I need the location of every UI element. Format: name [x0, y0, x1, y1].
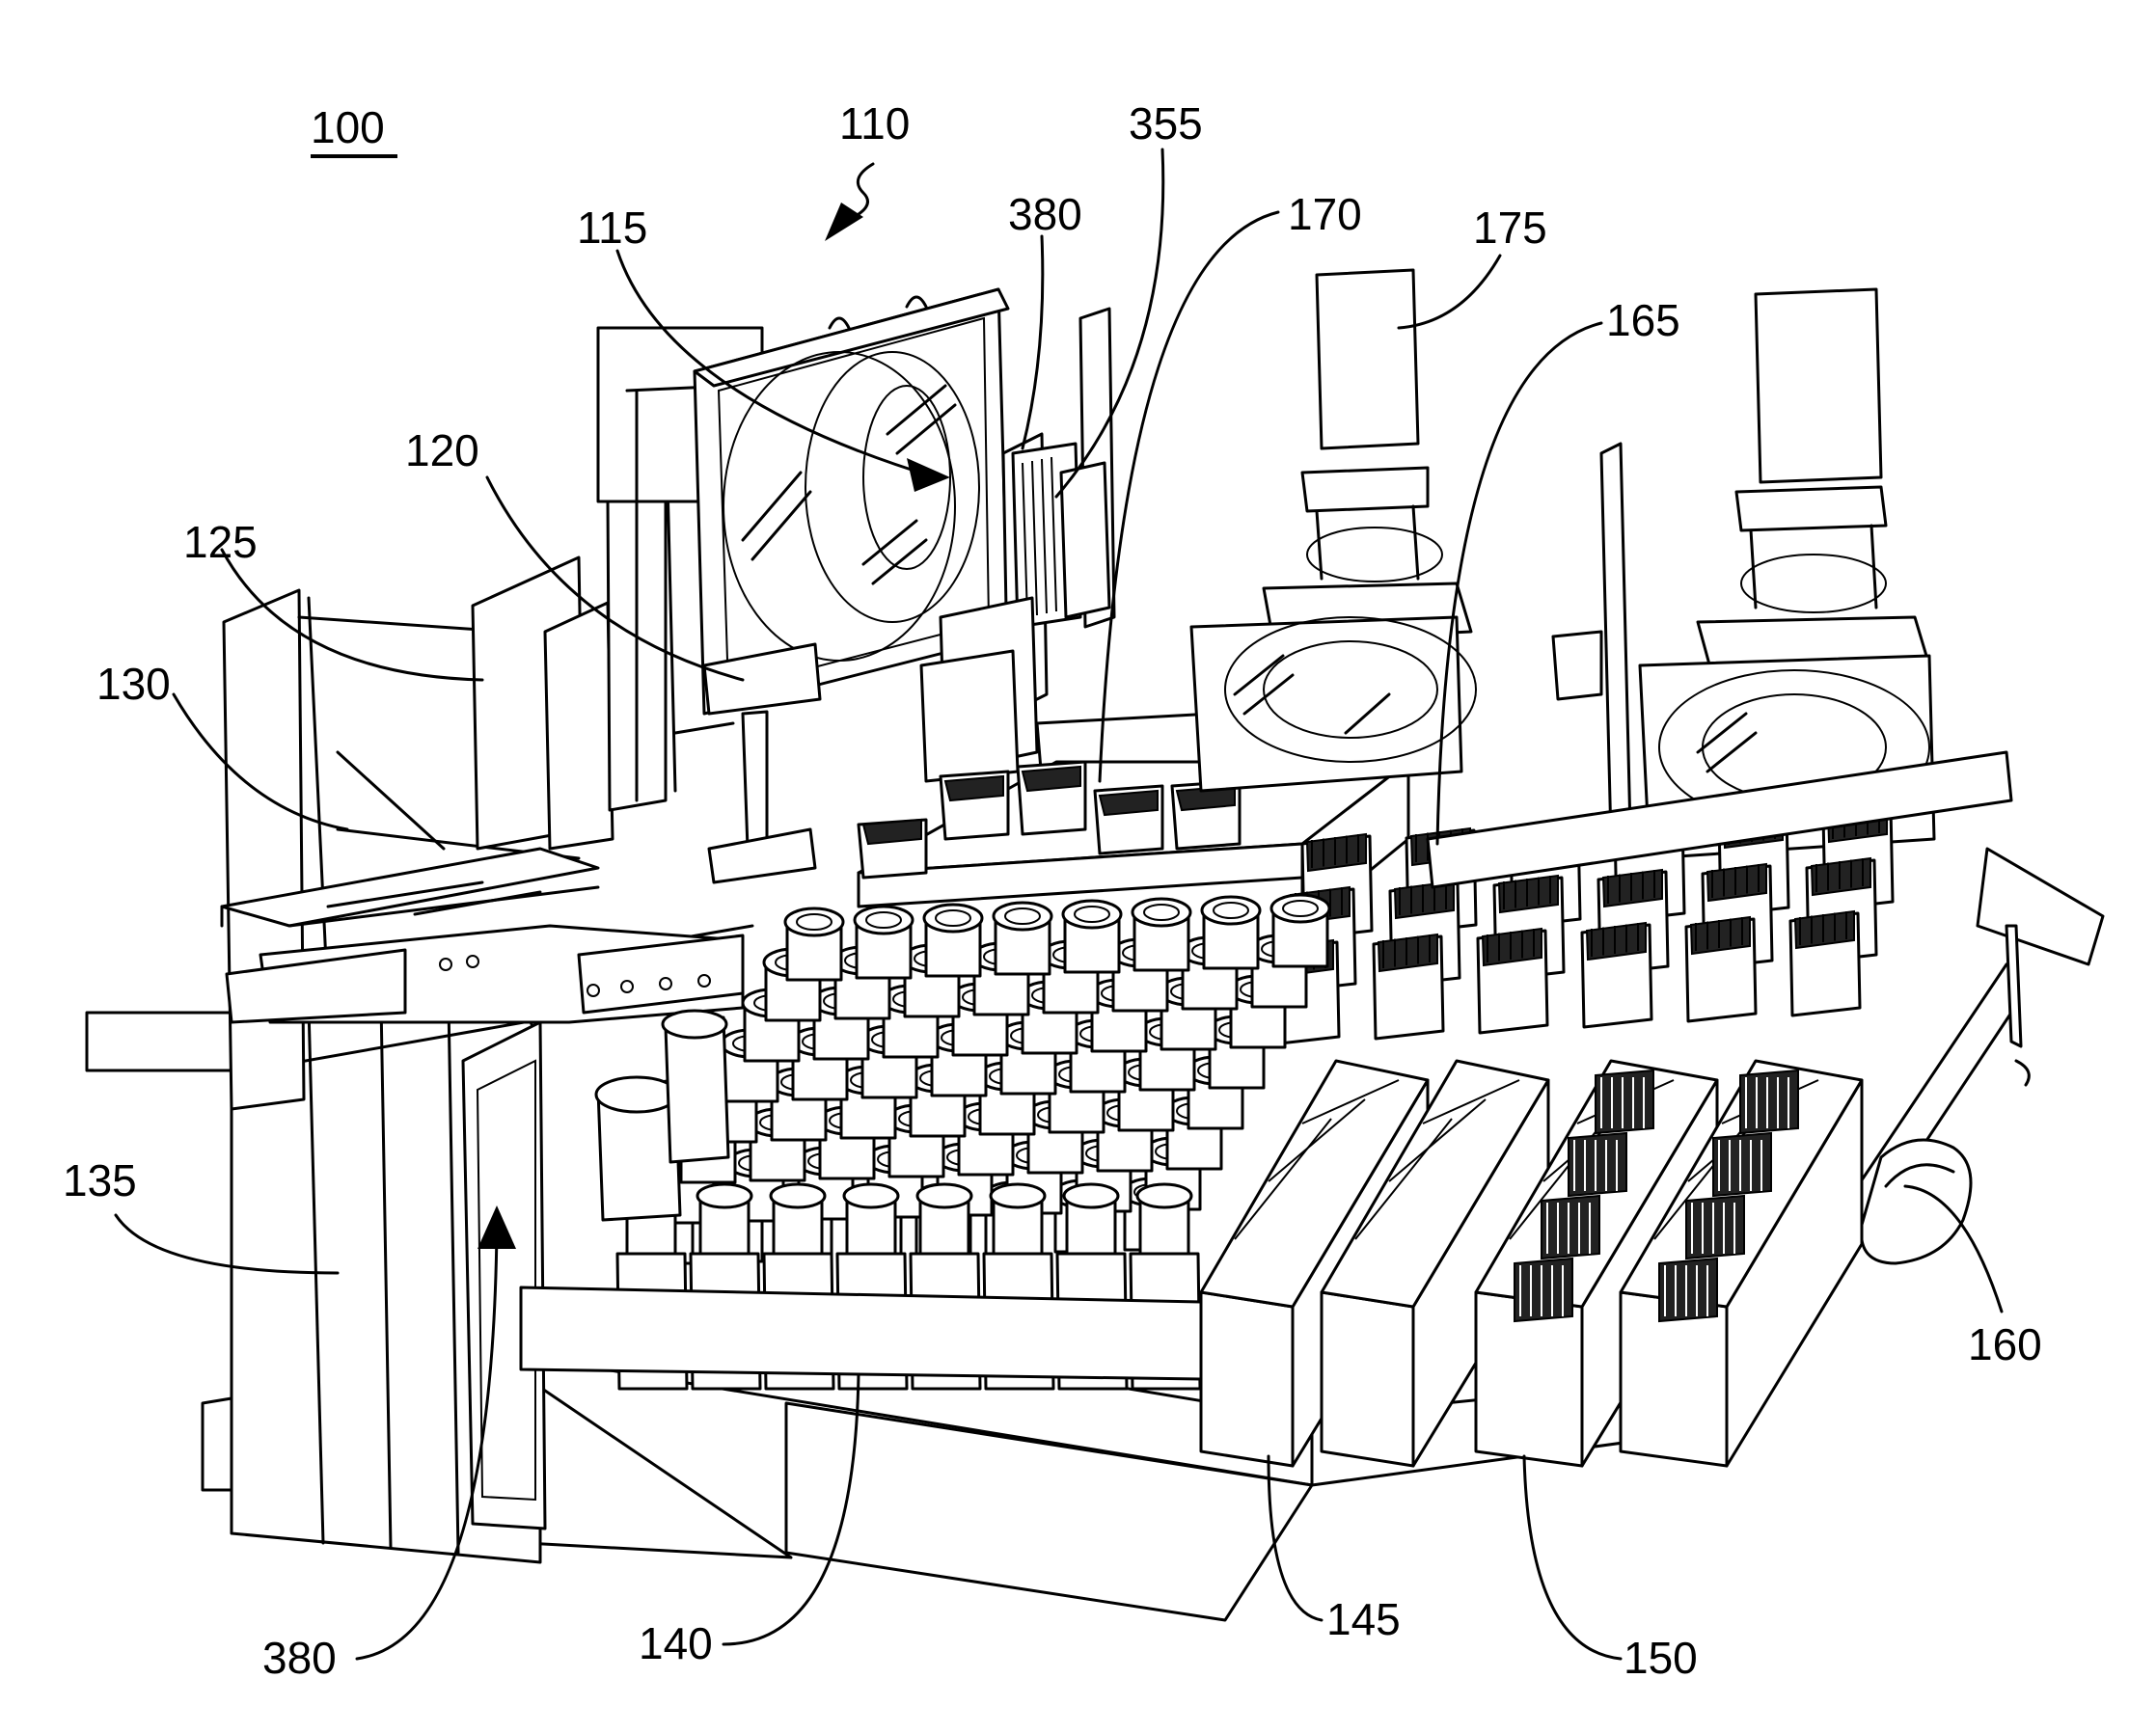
vial-bank-front: [521, 1287, 1201, 1379]
gripper-120: [704, 644, 820, 882]
rack-cell: [1374, 934, 1443, 1039]
front-trays: [1201, 1061, 1862, 1466]
rack-cell: [1582, 923, 1651, 1027]
label-145: 145: [1326, 1594, 1401, 1644]
label-380-top: 380: [1008, 189, 1082, 239]
label-150: 150: [1624, 1633, 1698, 1683]
label-175: 175: [1473, 203, 1547, 253]
vial: [1202, 897, 1260, 968]
label-140: 140: [639, 1618, 713, 1668]
vial: [1133, 899, 1190, 970]
label-355: 355: [1129, 98, 1203, 149]
vial: [924, 905, 982, 976]
vial: [994, 903, 1051, 974]
label-110: 110: [839, 98, 910, 149]
figure-number-label: 100: [311, 102, 385, 152]
rack-cell: [1478, 929, 1547, 1033]
tracks: [227, 926, 743, 1022]
label-120: 120: [405, 425, 479, 475]
rack-cell: [1790, 911, 1860, 1015]
vial: [1063, 901, 1121, 972]
label-125: 125: [183, 517, 258, 567]
pole-165: [1553, 444, 1630, 839]
rack-cell: [1686, 917, 1756, 1021]
vial: [785, 908, 843, 980]
label-380-bottom: 380: [262, 1633, 337, 1683]
label-170: 170: [1288, 189, 1362, 239]
label-115: 115: [577, 203, 647, 253]
vial: [855, 907, 913, 978]
label-130: 130: [96, 659, 171, 709]
label-160: 160: [1968, 1319, 2042, 1369]
vial: [1271, 895, 1329, 966]
rack-355: [1013, 309, 1114, 627]
label-165: 165: [1606, 295, 1680, 345]
weigh-station-175: [1191, 270, 1476, 791]
label-135: 135: [63, 1155, 137, 1205]
